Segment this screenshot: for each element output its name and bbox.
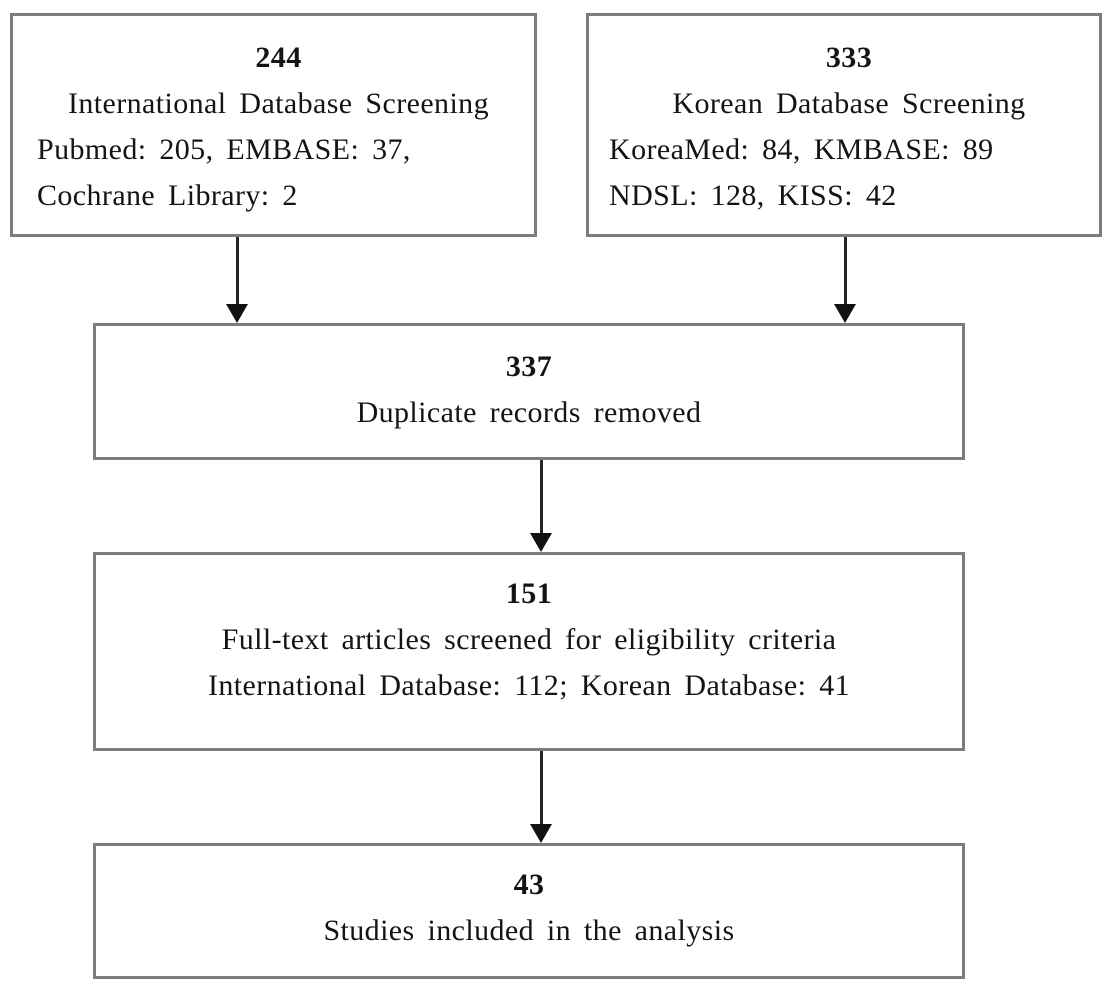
box-duplicate-records-removed: 337 Duplicate records removed bbox=[93, 323, 965, 460]
arrow-shaft bbox=[236, 237, 239, 307]
box-korean-database-screening: 333 Korean Database Screening KoreaMed: … bbox=[586, 13, 1102, 237]
arrow-head-down-icon bbox=[226, 304, 248, 323]
box-detail-line: International Database: 112; Korean Data… bbox=[207, 669, 851, 702]
box-title: Studies included in the analysis bbox=[323, 914, 735, 947]
record-count: 43 bbox=[513, 868, 545, 901]
box-title: Full-text articles screened for eligibil… bbox=[221, 623, 837, 656]
box-studies-included: 43 Studies included in the analysis bbox=[93, 843, 965, 979]
arrow-korean-to-duplicates bbox=[834, 237, 856, 323]
arrow-shaft bbox=[540, 751, 543, 827]
arrow-fulltext-to-included bbox=[530, 751, 552, 843]
box-detail-line: Cochrane Library: 2 bbox=[37, 179, 298, 212]
arrow-head-down-icon bbox=[530, 533, 552, 552]
box-title: Duplicate records removed bbox=[356, 396, 702, 429]
box-detail-line: Pubmed: 205, EMBASE: 37, bbox=[37, 133, 411, 166]
record-count: 151 bbox=[505, 577, 553, 610]
arrow-shaft bbox=[540, 460, 543, 536]
box-international-database-screening: 244 International Database Screening Pub… bbox=[10, 13, 537, 237]
arrow-international-to-duplicates bbox=[226, 237, 248, 323]
arrow-shaft bbox=[844, 237, 847, 307]
box-detail-line: NDSL: 128, KISS: 42 bbox=[609, 179, 897, 212]
arrow-head-down-icon bbox=[530, 824, 552, 843]
arrow-duplicates-to-fulltext bbox=[530, 460, 552, 552]
record-count: 244 bbox=[255, 41, 302, 74]
box-title: International Database Screening bbox=[68, 87, 489, 120]
box-title: Korean Database Screening bbox=[672, 87, 1026, 120]
arrow-head-down-icon bbox=[834, 304, 856, 323]
record-count: 333 bbox=[825, 41, 873, 74]
box-detail-line: KoreaMed: 84, KMBASE: 89 bbox=[609, 133, 994, 166]
box-fulltext-screened: 151 Full-text articles screened for elig… bbox=[93, 552, 965, 751]
record-count: 337 bbox=[505, 350, 553, 383]
